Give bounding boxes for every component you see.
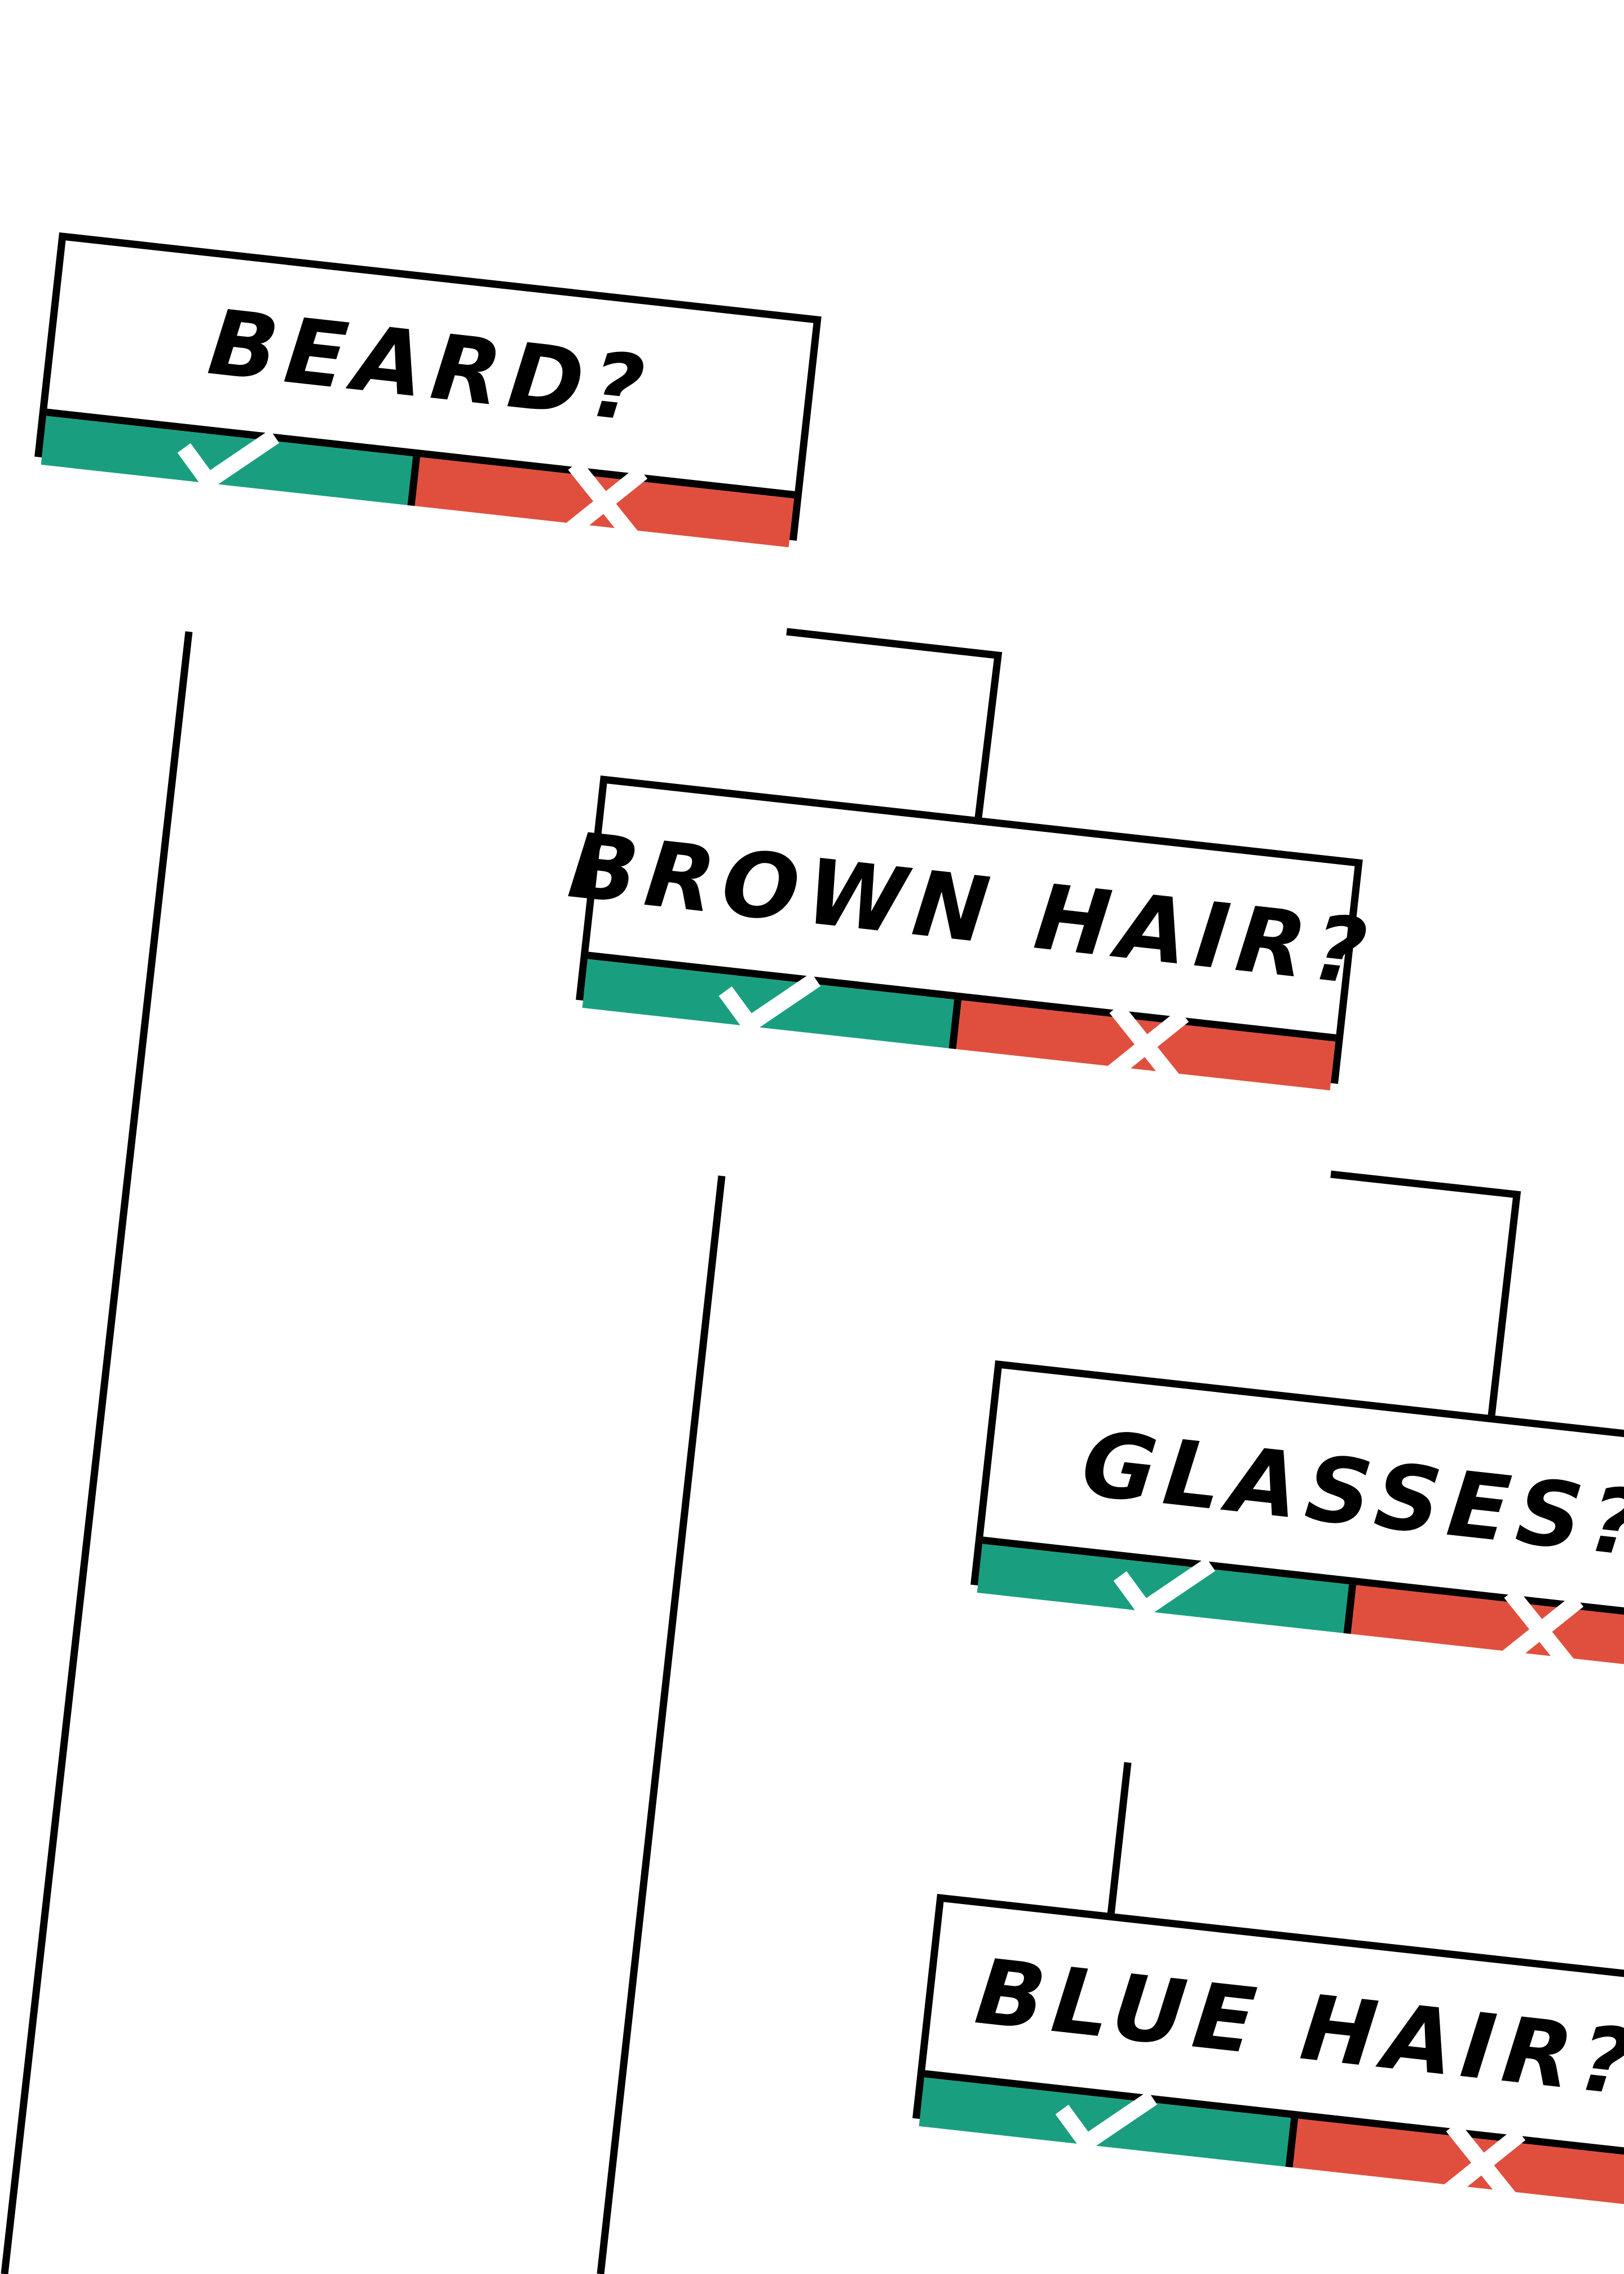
yes-button[interactable]	[41, 416, 421, 506]
answer-row	[977, 1536, 1624, 1676]
check-icon	[1055, 2091, 1158, 2154]
yes-button[interactable]	[977, 1544, 1357, 1634]
question-card-blue-hair: BLUE HAIR?	[912, 1894, 1624, 2209]
cross-icon	[1102, 1002, 1189, 1088]
connector-beard-yes	[1, 631, 193, 2274]
connector-beard-no	[786, 628, 1003, 818]
question-card-beard: BEARD?	[34, 232, 822, 548]
answer-row	[919, 2070, 1624, 2209]
no-button[interactable]	[956, 1000, 1336, 1091]
cross-icon	[1439, 2121, 1525, 2207]
cross-icon	[1497, 1587, 1583, 1673]
question-card-brown-hair: BROWN HAIR?	[564, 775, 1379, 1091]
check-icon	[718, 972, 821, 1035]
answer-row	[582, 951, 1336, 1091]
cross-icon	[561, 459, 647, 545]
check-icon	[1113, 1557, 1216, 1620]
no-button[interactable]	[414, 457, 795, 548]
no-button[interactable]	[1351, 1585, 1624, 1676]
check-icon	[177, 429, 280, 492]
question-card-glasses: GLASSES?	[970, 1360, 1624, 1676]
answer-row	[41, 408, 795, 548]
yes-button[interactable]	[582, 959, 962, 1050]
connector-brown-hair-no	[1330, 1170, 1521, 1416]
connector-glasses-yes	[1107, 1762, 1132, 1915]
yes-button[interactable]	[919, 2077, 1299, 2168]
connector-brown-hair-yes	[597, 1175, 726, 2274]
no-button[interactable]	[1292, 2118, 1624, 2209]
